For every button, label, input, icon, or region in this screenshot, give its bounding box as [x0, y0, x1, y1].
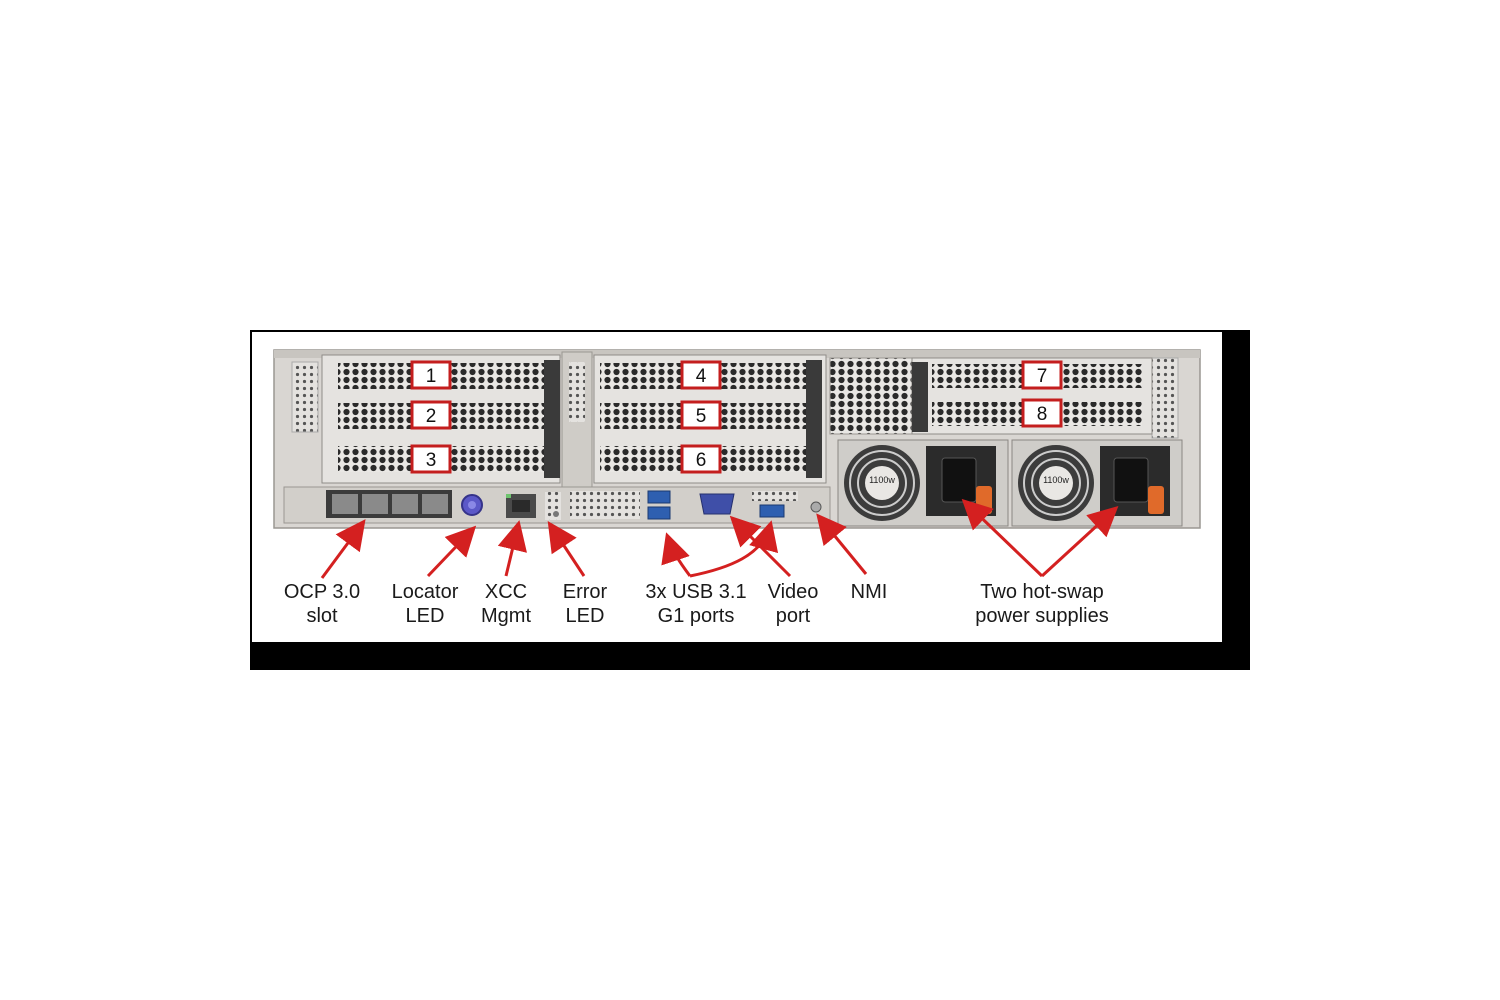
- usb-port-1[interactable]: [647, 490, 671, 504]
- arrow-nmi: [816, 513, 868, 575]
- callout-usb-line2: G1 ports: [657, 605, 735, 627]
- callout-xcc-line1: XCC: [484, 581, 528, 603]
- slot-label-4: 4: [680, 360, 722, 390]
- left-rail-vent: [291, 361, 319, 433]
- arrow-psu-1: [961, 498, 1044, 578]
- slot-label-1: 1: [410, 360, 452, 390]
- psu-2-power-inlet[interactable]: [1113, 457, 1149, 503]
- callout-xcc-line2: Mgmt: [481, 605, 531, 627]
- psu-1-rating: 1100w: [869, 475, 895, 485]
- callout-ocp-line2: slot: [306, 605, 338, 627]
- riser-3-latch[interactable]: [912, 362, 928, 432]
- ocp-port-1[interactable]: [332, 494, 358, 514]
- slot-label-8: 8: [1021, 398, 1063, 428]
- callout-video-line2: port: [775, 605, 811, 627]
- video-port[interactable]: [699, 493, 735, 515]
- upper-vent: [829, 357, 913, 435]
- slot-number-3: 3: [426, 450, 437, 471]
- callout-error-line1: Error: [562, 581, 608, 603]
- callout-error-line2: LED: [565, 605, 605, 627]
- callout-usb-line1: 3x USB 3.1: [645, 581, 747, 603]
- callout-video-line1: Video: [767, 581, 819, 603]
- io-vent: [570, 491, 640, 519]
- usb-port-2[interactable]: [647, 506, 671, 520]
- slot-label-2: 2: [410, 400, 452, 430]
- callout-psu-line1: Two hot-swap: [980, 581, 1104, 603]
- riser-2-latch[interactable]: [806, 360, 822, 478]
- right-rail-vent: [1151, 357, 1179, 439]
- slot-number-7: 7: [1037, 366, 1048, 387]
- psu-2-rating: 1100w: [1043, 475, 1069, 485]
- callout-arrows: [320, 498, 1119, 579]
- slot-label-6: 6: [680, 444, 722, 474]
- ocp-port-2[interactable]: [362, 494, 388, 514]
- psu-1-power-inlet[interactable]: [941, 457, 977, 503]
- callout-locator: Locator LED: [380, 580, 470, 628]
- callout-nmi-line1: NMI: [850, 581, 888, 603]
- callout-locator-line1: Locator: [391, 581, 459, 603]
- callout-psu-line2: power supplies: [975, 605, 1109, 627]
- callout-xcc: XCC Mgmt: [470, 580, 542, 628]
- arrow-video: [729, 515, 792, 578]
- arrow-xcc: [497, 520, 527, 577]
- arrow-locator: [426, 525, 477, 578]
- slot-number-5: 5: [696, 406, 707, 427]
- usb-port-3[interactable]: [759, 504, 785, 518]
- callout-nmi: NMI: [840, 580, 898, 604]
- arrow-ocp: [320, 519, 366, 579]
- callout-locator-line2: LED: [405, 605, 445, 627]
- slot-label-5: 5: [680, 400, 722, 430]
- slot-number-8: 8: [1037, 404, 1048, 425]
- slot-label-7: 7: [1021, 360, 1063, 390]
- slot-number-1: 1: [426, 366, 437, 387]
- arrow-usb-2: [689, 520, 779, 578]
- error-led: [553, 511, 559, 517]
- psu-1-release-tab[interactable]: [976, 486, 992, 514]
- slot-number-6: 6: [696, 450, 707, 471]
- callout-ocp-line1: OCP 3.0: [283, 581, 361, 603]
- riser-1-latch[interactable]: [544, 360, 560, 478]
- callout-usb: 3x USB 3.1 G1 ports: [632, 580, 760, 628]
- nmi-button[interactable]: [810, 501, 822, 513]
- callout-psu: Two hot-swap power supplies: [952, 580, 1132, 628]
- callout-video: Video port: [756, 580, 830, 628]
- slot-number-2: 2: [426, 406, 437, 427]
- slot-label-3: 3: [410, 444, 452, 474]
- arrow-error: [547, 520, 586, 577]
- psu-2-release-tab[interactable]: [1148, 486, 1164, 514]
- ocp-port-3[interactable]: [392, 494, 418, 514]
- arrow-usb-1: [661, 532, 692, 577]
- callout-ocp: OCP 3.0 slot: [272, 580, 372, 628]
- slot-number-4: 4: [696, 366, 707, 387]
- ocp-port-4[interactable]: [422, 494, 448, 514]
- callout-error: Error LED: [550, 580, 620, 628]
- arrow-psu-2: [1040, 505, 1119, 578]
